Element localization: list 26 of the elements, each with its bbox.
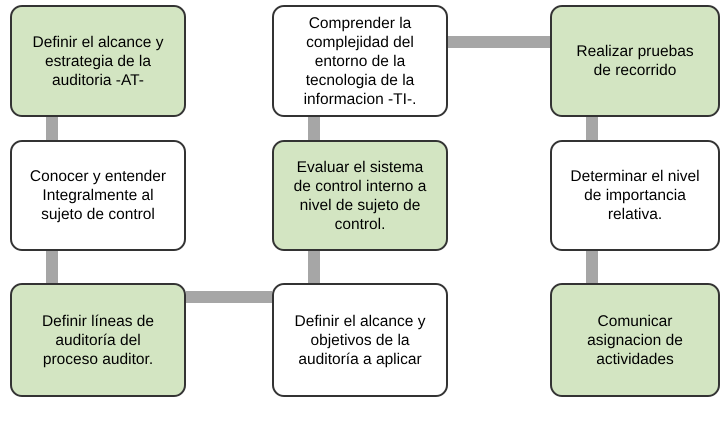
step-text: Realizar pruebas de recorrido (575, 42, 695, 80)
connector-bar (586, 117, 598, 140)
step-text: Comprender la complejidad del entorno de la tecnologia de la informacion -TI-. (302, 14, 418, 108)
connector-bar (586, 251, 598, 283)
process-box (10, 140, 186, 251)
process-box (550, 5, 720, 117)
connector-bar (308, 117, 320, 140)
process-box (272, 140, 448, 251)
process-box (10, 283, 186, 397)
step-text: Conocer y entender Integralmente al sujeto de control (28, 167, 168, 224)
connector-bar (46, 117, 58, 140)
connector-bar (186, 291, 272, 303)
process-box (550, 283, 720, 397)
step-text: Comunicar asignacion de actividades (586, 312, 684, 368)
process-box (550, 140, 720, 251)
step-text: Definir líneas de auditoría del proceso auditor. (40, 312, 155, 368)
step-text: Determinar el nivel de importancia relativa. (569, 167, 701, 224)
connector-bar (308, 251, 320, 283)
process-box (272, 283, 448, 397)
connector-bar (46, 251, 58, 283)
step-text: Definir el alcance y objetivos de la auditoría a aplicar (294, 312, 426, 368)
step-text: Definir el alcance y estrategia de la auditoria -AT- (32, 32, 164, 90)
step-text: Evaluar el sistema de control interno a nivel de sujeto de control. (292, 158, 428, 234)
process-box (10, 5, 186, 117)
connector-bar (448, 36, 550, 48)
process-box (272, 5, 448, 117)
